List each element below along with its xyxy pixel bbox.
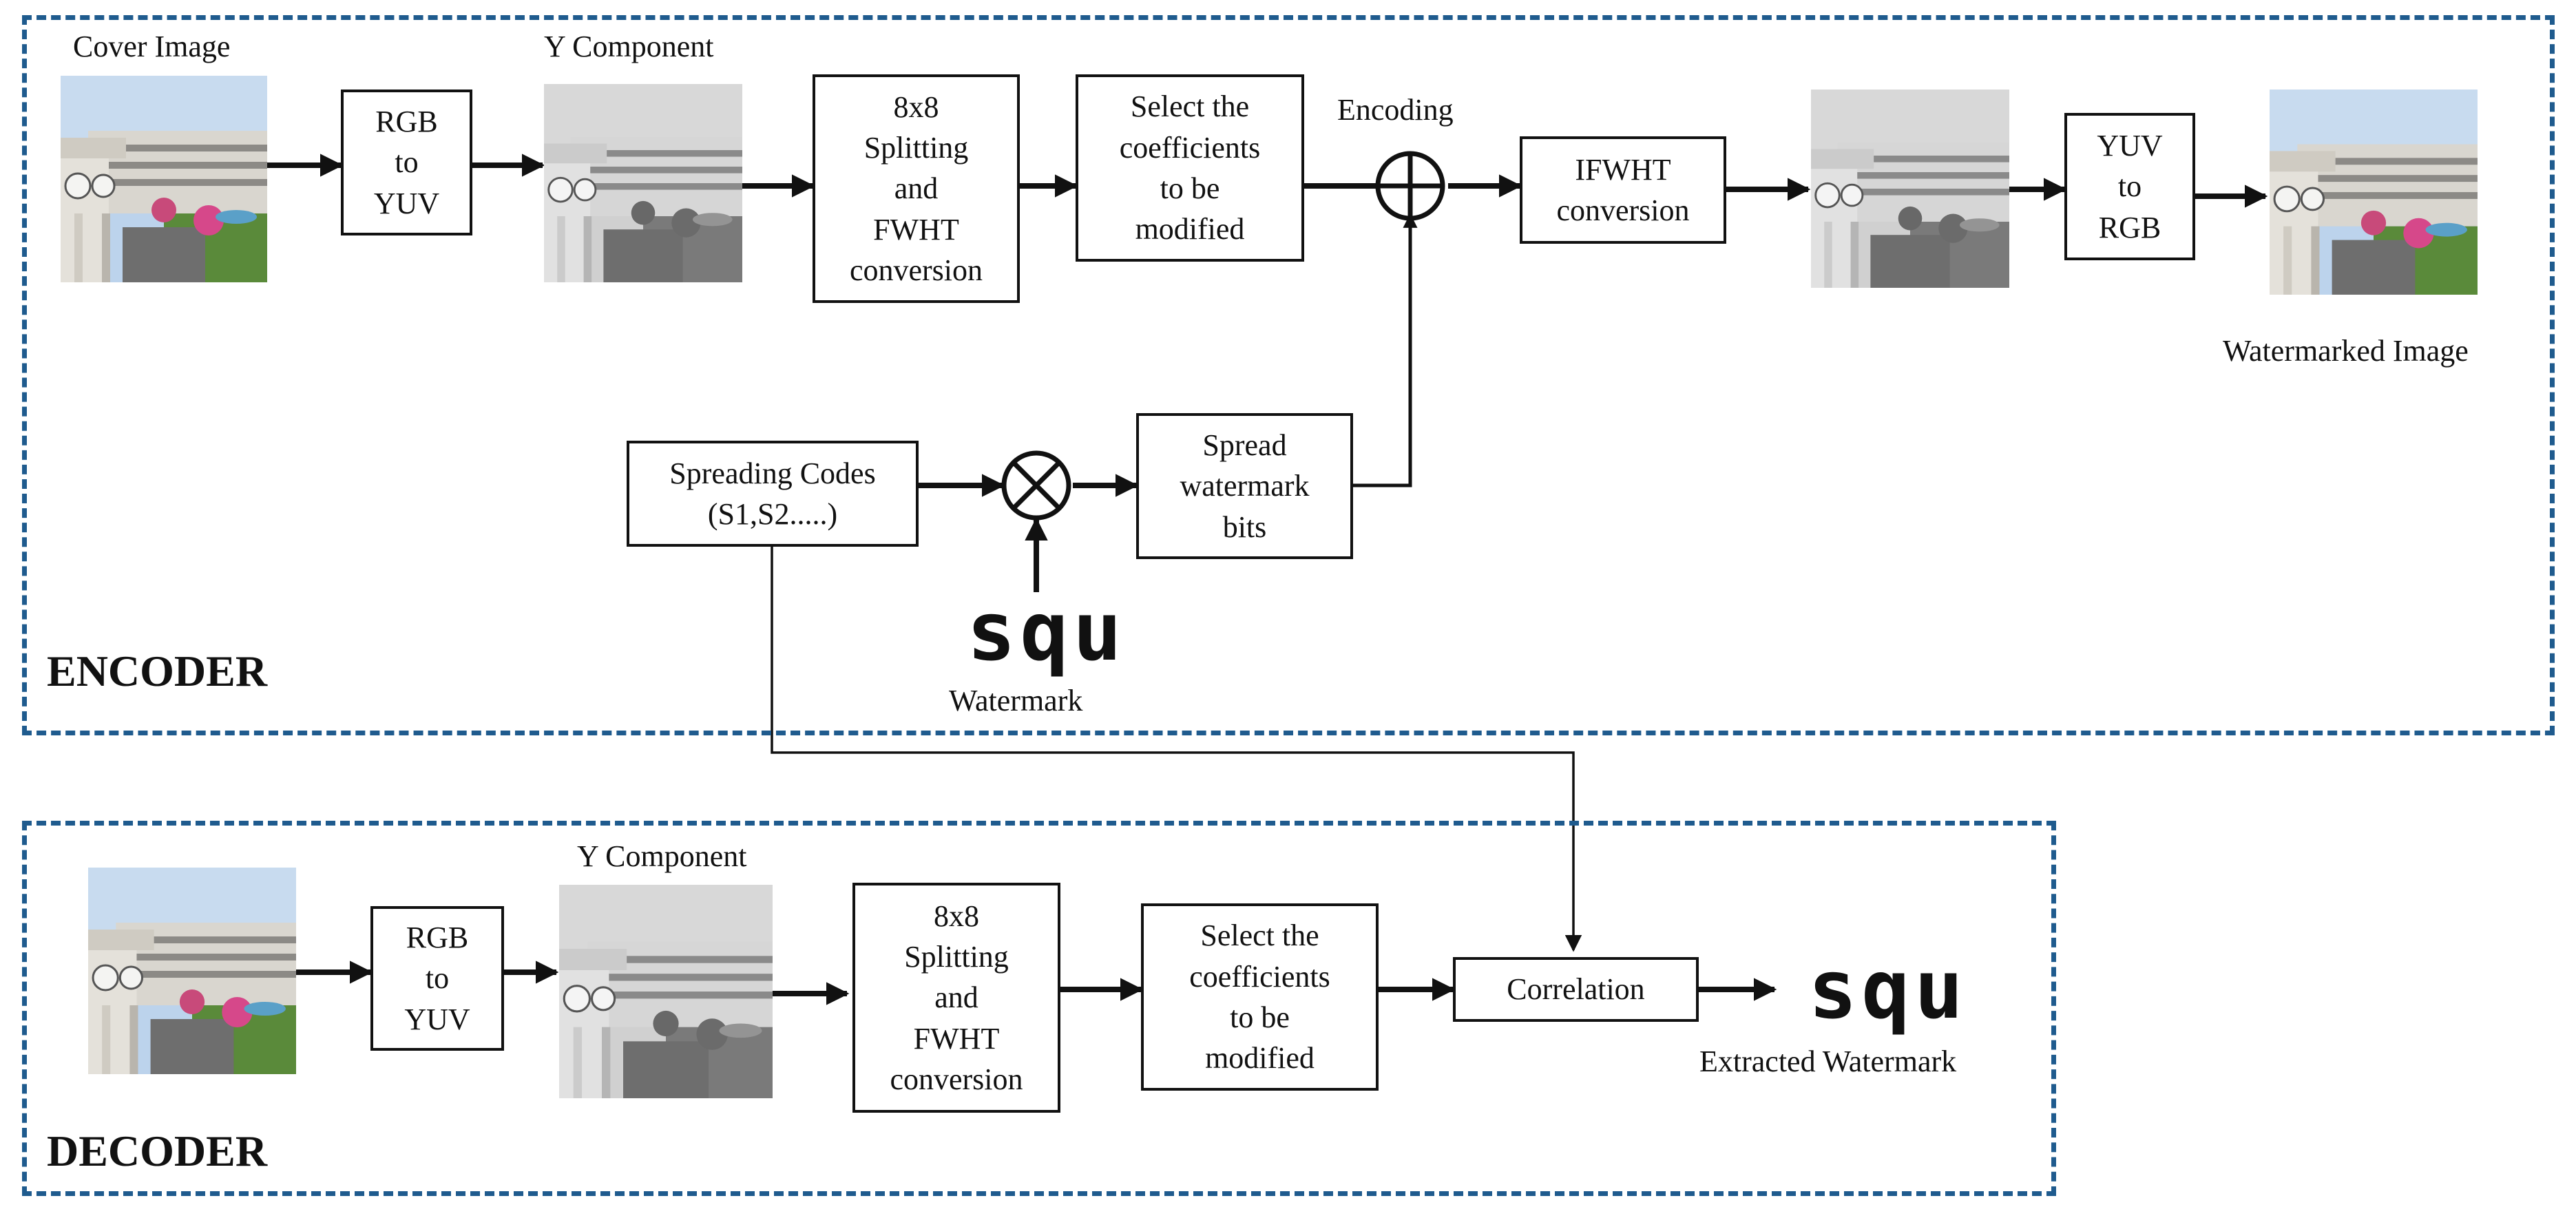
rgb-to-yuv-block: RGB to YUV xyxy=(341,90,472,235)
decoder-select-coefficients-block: Select the coefficients to be modified xyxy=(1141,903,1379,1091)
spread-watermark-bits-block: Spread watermark bits xyxy=(1136,413,1353,559)
watermarked-image xyxy=(2270,90,2478,295)
watermarked-image-label: Watermarked Image xyxy=(2223,334,2469,368)
y-component-label: Y Component xyxy=(544,30,714,63)
decoder-y-component-label: Y Component xyxy=(577,839,747,873)
arrow-spread-to-encoding xyxy=(1353,213,1418,487)
watermark-glyph: squ xyxy=(967,584,1127,679)
ifwht-block: IFWHT conversion xyxy=(1520,136,1726,244)
multiplier-node xyxy=(1001,450,1071,521)
extracted-watermark-label: Extracted Watermark xyxy=(1699,1045,1957,1078)
decoder-title: DECODER xyxy=(47,1126,268,1175)
cover-image xyxy=(61,76,267,282)
watermarked-y-image xyxy=(1811,90,2009,288)
yuv-to-rgb-block: YUV to RGB xyxy=(2064,113,2195,260)
decoder-y-component-image xyxy=(559,885,773,1098)
watermark-label: Watermark xyxy=(949,684,1083,717)
decoder-input-image xyxy=(88,868,296,1074)
encoder-panel xyxy=(22,15,2555,735)
arrow-codes-to-correlation xyxy=(771,544,1582,952)
encoding-label: Encoding xyxy=(1337,93,1454,127)
y-component-image xyxy=(544,84,742,282)
correlation-block: Correlation xyxy=(1453,957,1699,1022)
extracted-watermark-glyph: squ xyxy=(1808,942,1968,1037)
decoder-panel xyxy=(22,821,2056,1196)
decoder-rgb-to-yuv-block: RGB to YUV xyxy=(370,906,504,1051)
decoder-split-fwht-block: 8x8 Splitting and FWHT conversion xyxy=(852,883,1060,1113)
spreading-codes-block: Spreading Codes (S1,S2.....) xyxy=(627,441,919,547)
encoder-title: ENCODER xyxy=(47,647,268,695)
cover-image-label: Cover Image xyxy=(73,30,231,63)
split-fwht-block: 8x8 Splitting and FWHT conversion xyxy=(813,74,1020,303)
encoding-adder-node xyxy=(1375,151,1445,221)
select-coefficients-block: Select the coefficients to be modified xyxy=(1076,74,1304,262)
